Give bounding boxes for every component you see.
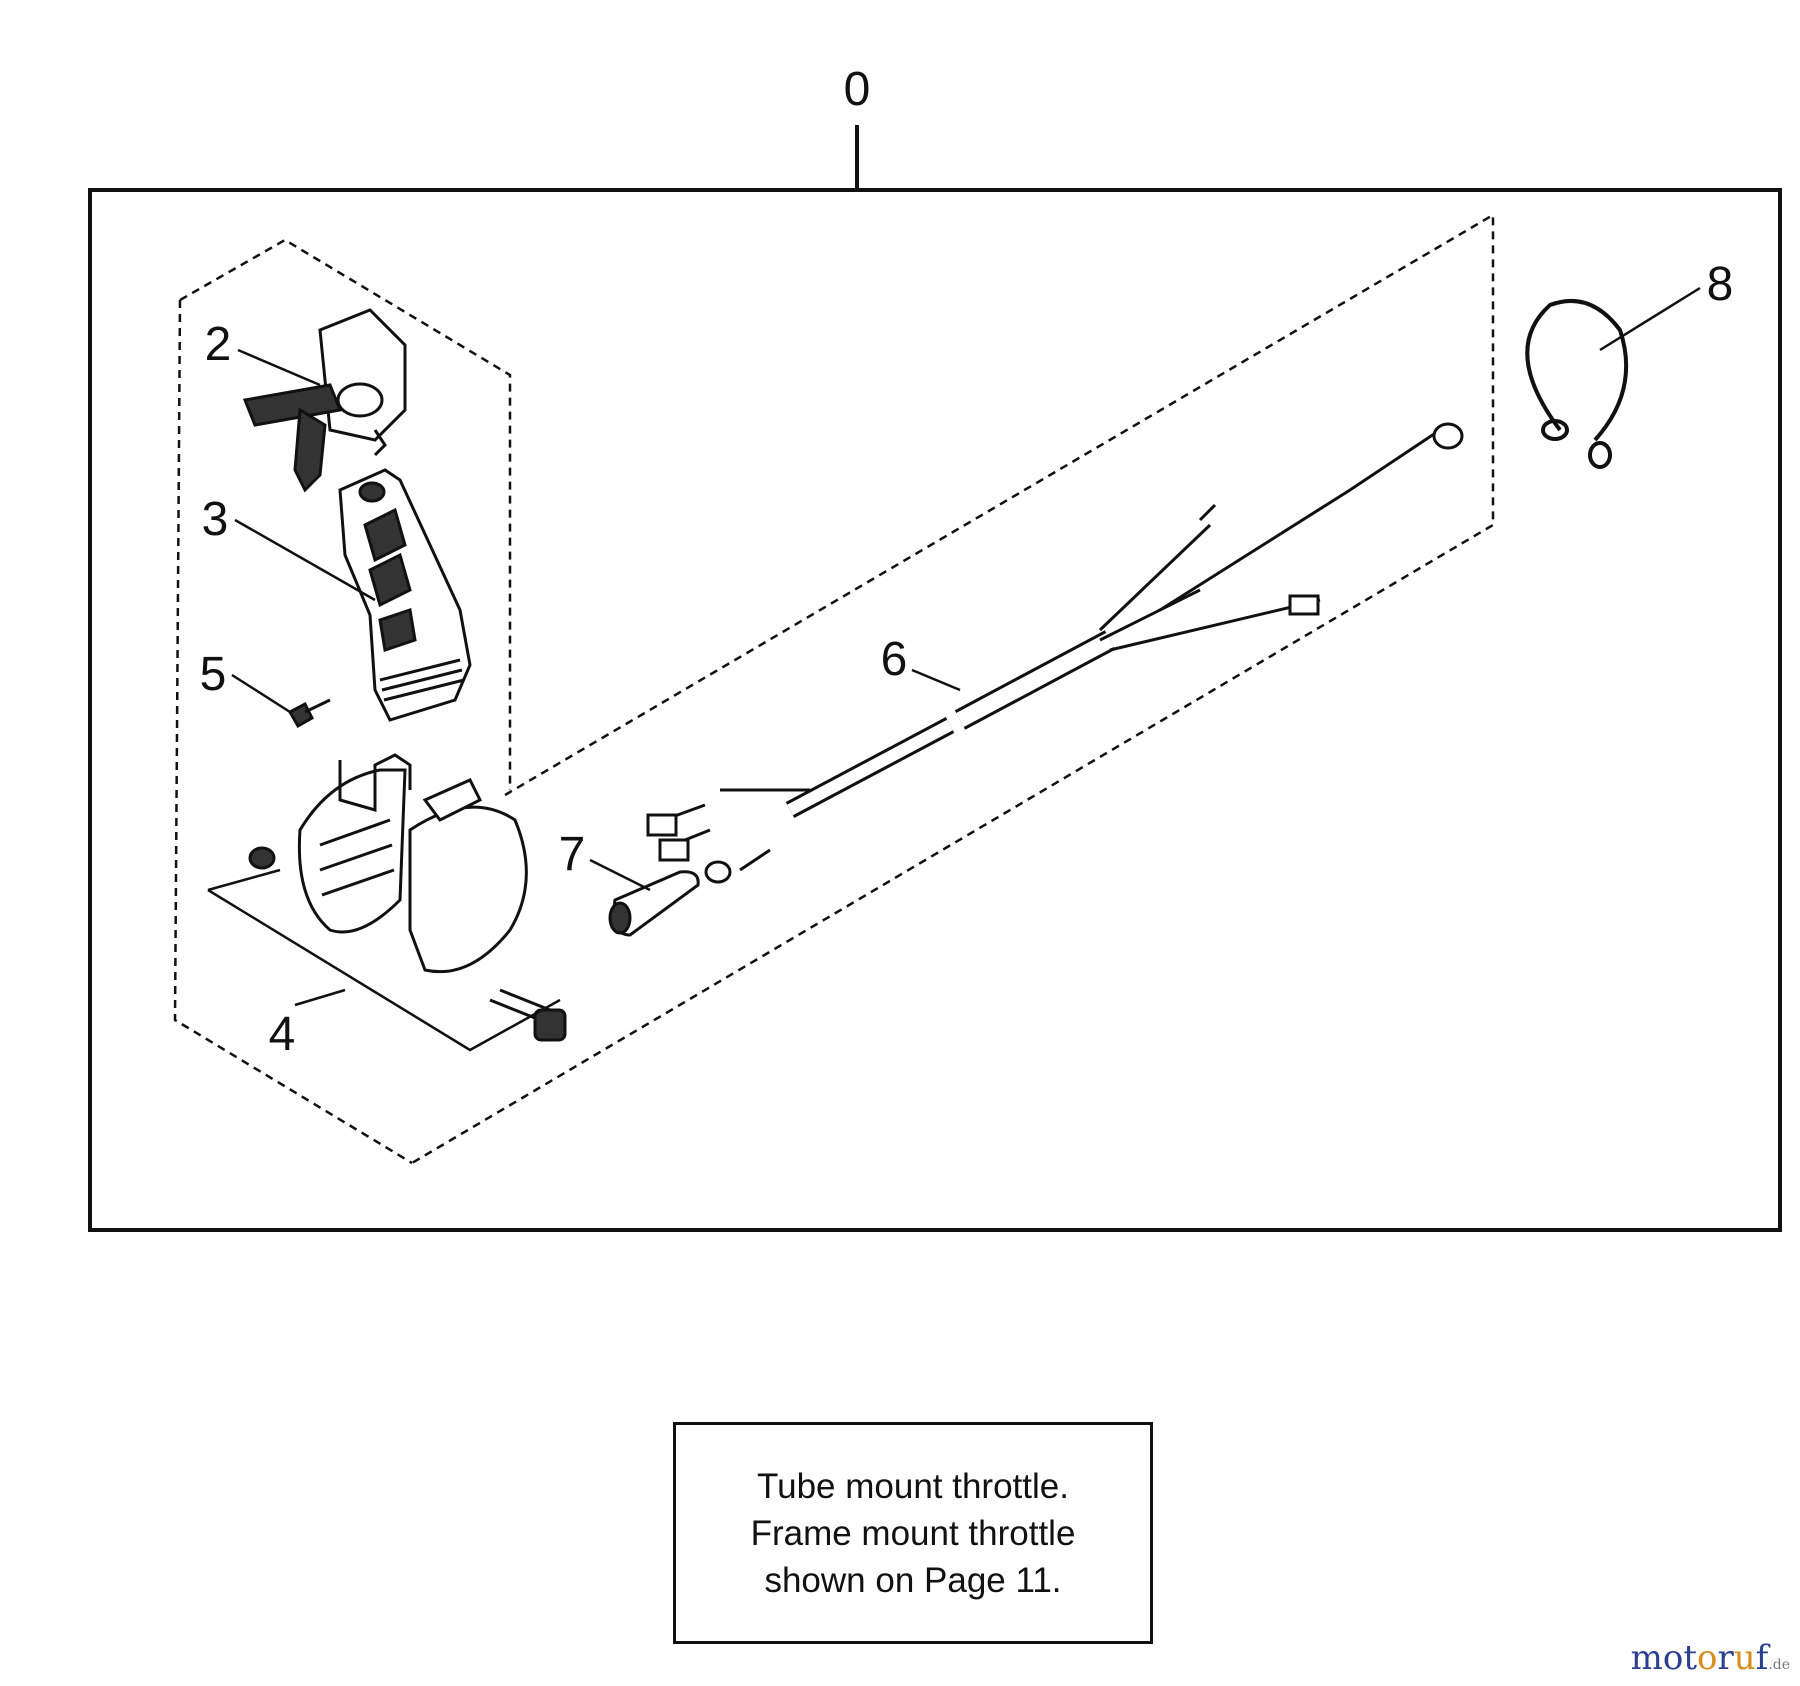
callout-leader-4 [294, 988, 346, 1007]
callout-4: 4 [269, 1008, 296, 1061]
watermark-letter: o [1662, 1638, 1684, 1678]
kit-outline-cable [411, 212, 1495, 1165]
callout-0: 0 [844, 63, 871, 116]
callout-leader-2 [237, 348, 321, 387]
throttle-bracket-part [338, 468, 472, 722]
note-box: Tube mount throttle. Frame mount throttl… [673, 1422, 1153, 1644]
callout-2: 2 [205, 318, 232, 371]
throttle-cable-part [646, 422, 1464, 884]
callout-leader-3 [234, 518, 376, 602]
watermark-text: motoruf [1631, 1638, 1769, 1678]
kit-outline-left-lower [173, 299, 413, 1165]
note-line-1: Tube mount throttle. [757, 1466, 1069, 1506]
watermark-letter: f [1755, 1638, 1769, 1678]
watermark-letter: t [1683, 1638, 1698, 1678]
note-line-3: shown on Page 11. [764, 1560, 1062, 1600]
watermark-logo: motoruf.de [1631, 1638, 1790, 1678]
watermark-letter: m [1630, 1638, 1663, 1678]
watermark-letter: r [1717, 1638, 1734, 1678]
throttle-lever-part [242, 308, 407, 493]
sleeve-part [608, 870, 700, 937]
callout-leader-6 [911, 668, 961, 692]
callout-6: 6 [881, 633, 908, 686]
callout-leader-5 [231, 673, 291, 714]
callout-3: 3 [202, 493, 229, 546]
callout-leader-8 [1599, 286, 1701, 352]
callout-8: 8 [1707, 258, 1734, 311]
screw-part [287, 698, 331, 729]
watermark-letter: u [1733, 1638, 1756, 1678]
retaining-ring-part [1525, 298, 1629, 469]
callout-5: 5 [200, 648, 227, 701]
kit-outline-left [179, 238, 512, 790]
watermark-letter: o [1697, 1638, 1718, 1678]
assembly-frame [88, 188, 1782, 1232]
callout-leader-7 [589, 858, 651, 892]
tube-clamp-part [207, 753, 567, 1052]
note-line-2: Frame mount throttle [750, 1513, 1076, 1553]
callout-7: 7 [559, 828, 586, 881]
watermark-suffix: .de [1768, 1657, 1790, 1673]
